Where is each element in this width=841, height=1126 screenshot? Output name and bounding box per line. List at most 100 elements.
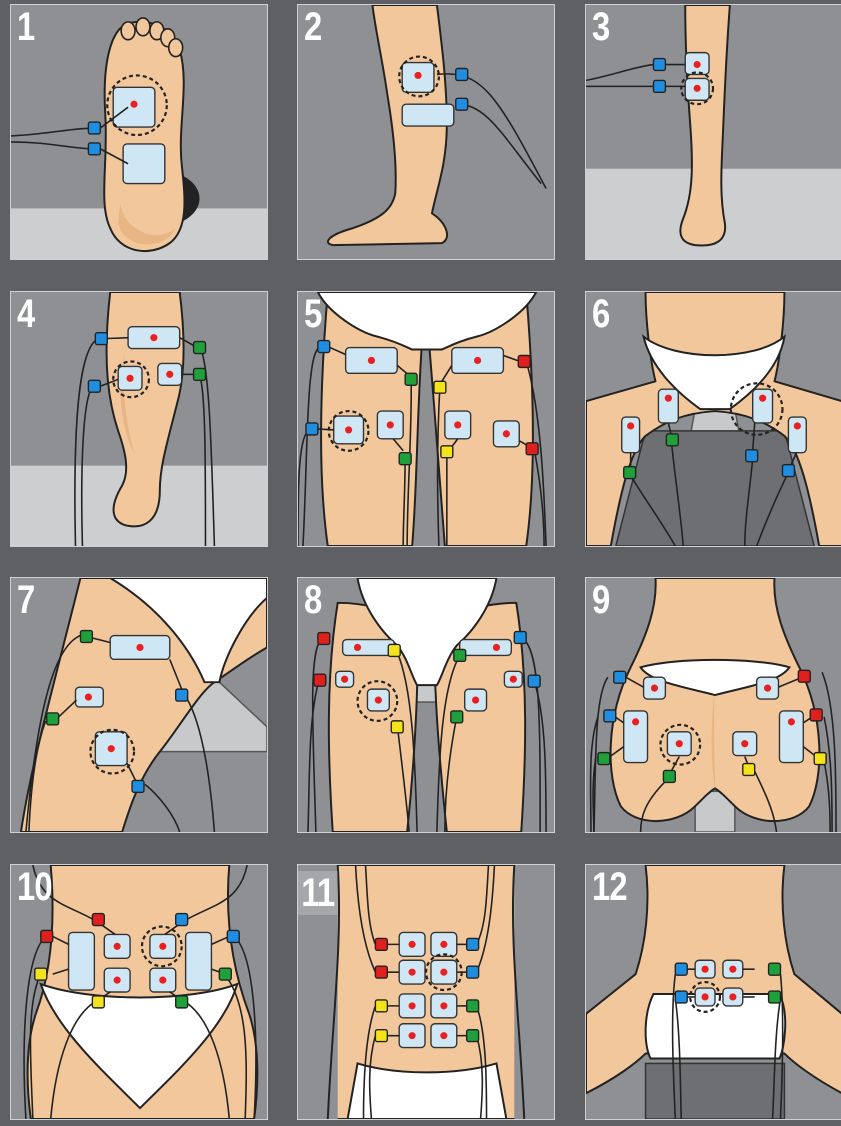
- panel-3: 3: [585, 4, 841, 260]
- electrode-contact-dot: [166, 371, 173, 378]
- lead-wire: [11, 128, 95, 136]
- panel-10: 10: [10, 864, 268, 1120]
- panel-7: 7: [10, 577, 268, 833]
- lead-wire: [145, 784, 180, 832]
- lead-connector: [663, 770, 675, 782]
- panel-12-number: 12: [592, 865, 627, 909]
- panel-7-number: 7: [17, 578, 34, 622]
- panel-6-number: 6: [592, 292, 609, 336]
- electrode-contact-dot: [440, 941, 447, 948]
- lead-connector: [782, 465, 794, 477]
- electrode-contact-dot: [440, 1002, 447, 1009]
- lead-connector: [441, 446, 453, 458]
- electrode-contact-dot: [741, 740, 748, 747]
- electrode-contact-dot: [632, 718, 639, 725]
- lead-connector: [604, 710, 616, 722]
- lead-connector: [467, 1030, 479, 1042]
- lead-connector: [614, 671, 626, 683]
- chair: [646, 1063, 785, 1119]
- electrode-contact-dot: [472, 696, 479, 703]
- lead-connector: [391, 721, 403, 733]
- electrode-contact-dot: [409, 1002, 416, 1009]
- lead-connector: [318, 341, 330, 353]
- electrode-contact-dot: [627, 422, 634, 429]
- panel-5-illustration: [298, 292, 554, 546]
- panel-5: 5: [297, 291, 555, 547]
- lead-connector: [375, 938, 387, 950]
- electrode-contact-dot: [354, 644, 361, 651]
- lead-connector: [375, 966, 387, 978]
- lead-wire: [105, 338, 128, 339]
- lead-wire: [437, 74, 546, 189]
- electrode-pad: [753, 389, 773, 423]
- panel-9: 9: [585, 577, 841, 833]
- electrode-contact-dot: [440, 969, 447, 976]
- panel-8-number: 8: [304, 578, 321, 622]
- electrode-contact-dot: [788, 718, 795, 725]
- lead-connector: [194, 342, 206, 354]
- electrode-contact-dot: [85, 693, 92, 700]
- lead-connector: [528, 675, 540, 687]
- lead-connector: [653, 59, 665, 71]
- electrode-contact-dot: [701, 993, 708, 1000]
- lead-connector: [88, 122, 100, 134]
- lead-wire: [318, 429, 334, 430]
- lead-connector: [746, 450, 758, 462]
- lead-connector: [810, 709, 822, 721]
- lead-connector: [798, 670, 810, 682]
- panel-8-illustration: [298, 578, 554, 832]
- electrode-pad: [460, 640, 512, 656]
- panel-2: 2: [297, 4, 555, 260]
- lead-connector: [306, 423, 318, 435]
- electrode-contact-dot: [510, 676, 517, 683]
- electrode-contact-dot: [341, 676, 348, 683]
- panel-7-illustration: [11, 578, 267, 832]
- panel-10-number: 10: [17, 865, 52, 909]
- lead-connector: [467, 1000, 479, 1012]
- panel-6-illustration: [586, 292, 841, 546]
- lead-connector: [176, 914, 188, 926]
- lead-wire: [11, 142, 95, 149]
- toe: [136, 18, 150, 36]
- electrode-contact-dot: [126, 375, 133, 382]
- electrode-pad: [186, 932, 212, 990]
- lead-connector: [454, 649, 466, 661]
- electrode-contact-dot: [665, 395, 672, 402]
- panel-12: 12: [585, 864, 841, 1120]
- lead-connector: [456, 69, 468, 81]
- lead-connector: [467, 938, 479, 950]
- panel-3-number: 3: [592, 5, 609, 49]
- lead-connector: [88, 143, 100, 155]
- electrode-pad: [343, 640, 395, 656]
- lead-connector: [405, 373, 417, 385]
- lead-connector: [451, 711, 463, 723]
- electrode-contact-dot: [368, 357, 375, 364]
- lead-connector: [194, 368, 206, 380]
- electrode-contact-dot: [729, 993, 736, 1000]
- lead-connector: [47, 713, 59, 725]
- lead-connector: [518, 356, 530, 368]
- lead-connector: [666, 434, 678, 446]
- electrode-contact-dot: [409, 941, 416, 948]
- lead-connector: [176, 996, 188, 1008]
- lead-connector: [675, 991, 687, 1003]
- electrode-contact-dot: [764, 685, 771, 692]
- electrode-pad: [658, 389, 678, 423]
- lead-connector: [467, 966, 479, 978]
- electrode-contact-dot: [701, 966, 708, 973]
- leg-outline: [680, 5, 730, 245]
- torso-and-buttocks: [611, 578, 820, 821]
- lead-connector: [88, 380, 100, 392]
- chair-back: [616, 431, 814, 546]
- panel-4-number: 4: [17, 292, 34, 336]
- panel-1-illustration: [11, 5, 267, 259]
- panel-2-number: 2: [304, 5, 321, 49]
- panel-4-illustration: [11, 292, 267, 546]
- electrode-pad: [69, 932, 95, 990]
- lead-connector: [41, 930, 53, 942]
- electrode-contact-dot: [108, 745, 115, 752]
- panel-11-number: 11: [298, 871, 338, 915]
- lead-wire: [457, 104, 541, 183]
- panel-3-illustration: [586, 5, 841, 259]
- lead-connector: [95, 333, 107, 345]
